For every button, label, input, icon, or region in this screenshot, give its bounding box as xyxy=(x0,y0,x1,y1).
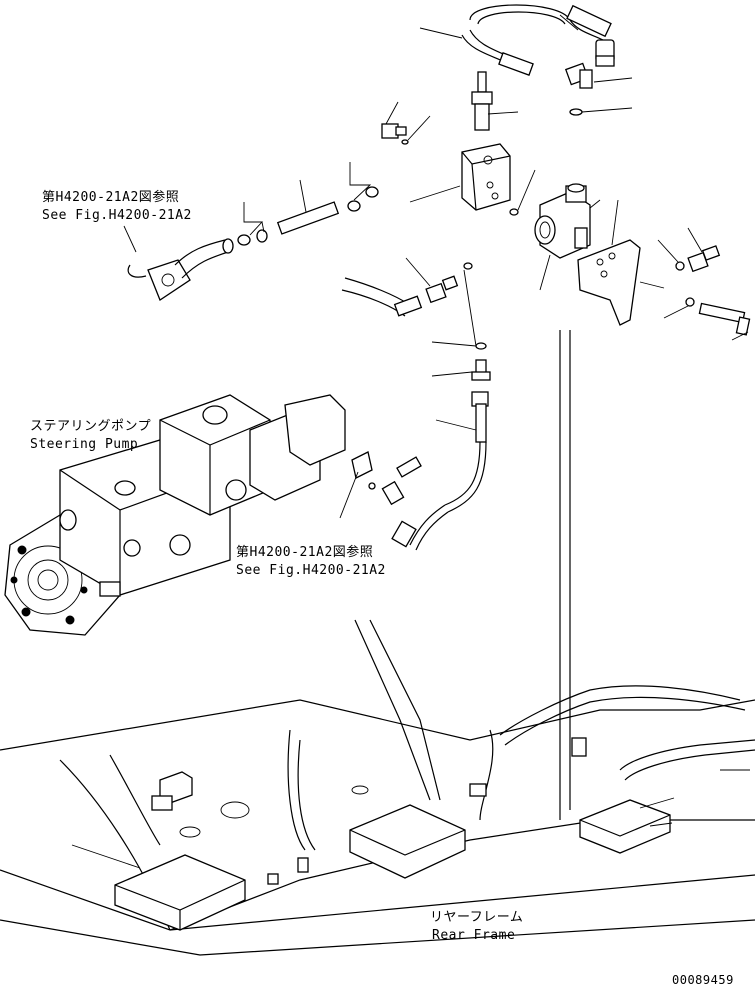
hose-middle xyxy=(341,262,473,317)
steering-pump xyxy=(4,394,346,636)
connector-plug xyxy=(471,71,493,131)
valve-body xyxy=(534,183,591,259)
valve-block xyxy=(461,143,519,216)
reference-label-top-en: See Fig.H4200-21A2 xyxy=(42,208,192,223)
elbow-fitting xyxy=(564,62,593,116)
vertical-pipe xyxy=(391,342,491,551)
pipe-flange xyxy=(127,238,234,301)
rear-frame-label-en: Rear Frame xyxy=(432,928,516,943)
bracket xyxy=(577,239,641,326)
mid-fittings xyxy=(351,451,422,506)
reference-label-mid-jp: 第H4200-21A2図参照 xyxy=(236,545,374,560)
rear-frame-label-jp: リヤーフレーム xyxy=(430,910,524,925)
steering-pump-label-en: Steering Pump xyxy=(30,437,139,452)
leader-lines xyxy=(71,14,750,869)
reference-label-mid-en: See Fig.H4200-21A2 xyxy=(236,563,386,578)
drawing-number: 00089459 xyxy=(672,973,734,987)
bolts-right xyxy=(675,245,751,336)
bolt-top xyxy=(381,123,409,145)
tube-clamps xyxy=(237,186,379,246)
top-hose xyxy=(461,4,615,76)
rear-frame xyxy=(0,330,755,956)
steering-pump-label-jp: ステアリングポンプ xyxy=(30,419,152,434)
reference-label-top-jp: 第H4200-21A2図参照 xyxy=(42,190,180,205)
